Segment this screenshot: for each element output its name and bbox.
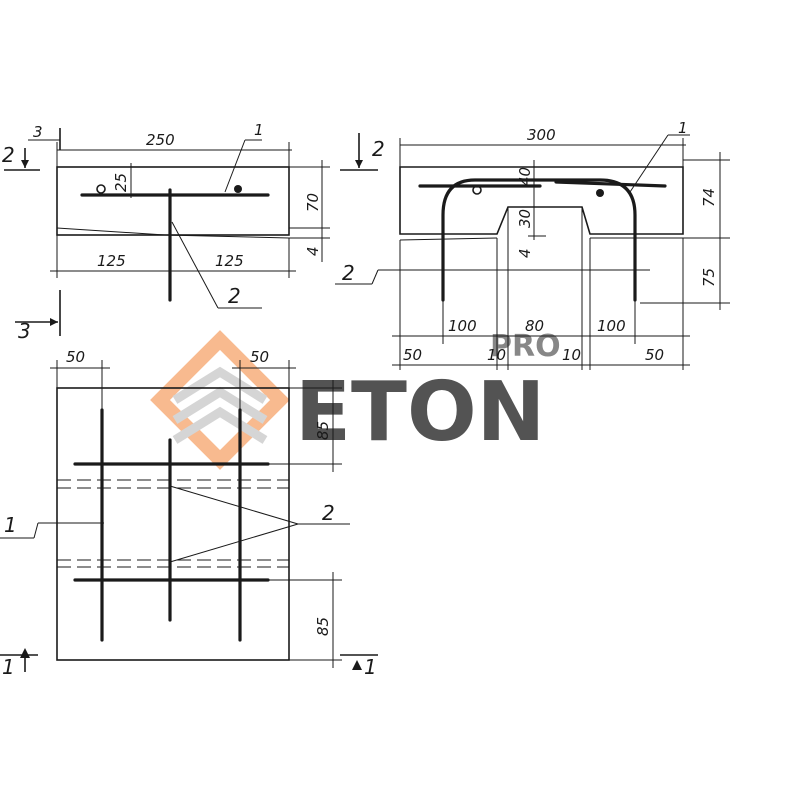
- dim-height: 70: [304, 193, 322, 212]
- watermark-logo-icon: [150, 330, 290, 470]
- dim-right-half: 125: [215, 252, 244, 270]
- callout-2-left: 2: [342, 261, 355, 285]
- watermark-accent: PRO: [490, 329, 561, 364]
- dim-85-bottom: 85: [314, 617, 332, 636]
- cut-label-1-left: 1: [2, 655, 15, 679]
- dim-50-right: 50: [250, 348, 269, 366]
- section-3-3: 250 3 2 25 1 70 4 125 125 2: [2, 121, 330, 343]
- dim-cut-offset: 3: [33, 123, 43, 141]
- cut-arrow-right-icon: [352, 660, 362, 670]
- dim-width: 300: [527, 126, 556, 144]
- dim-75: 75: [700, 268, 718, 287]
- dim-50-left: 50: [66, 348, 85, 366]
- dim-10-right: 10: [562, 346, 581, 364]
- callout-1: 1: [678, 119, 688, 137]
- dim-30: 30: [516, 209, 534, 228]
- dim-80: 80: [525, 317, 544, 335]
- dim-left-half: 125: [97, 252, 126, 270]
- rebar-section-left: [96, 184, 106, 194]
- dim-50-right: 50: [645, 346, 664, 364]
- dim-10-left: 10: [487, 346, 506, 364]
- rebar-horizontal-right: [554, 180, 667, 188]
- callout-1: 1: [4, 513, 17, 537]
- dim-lip: 4: [304, 246, 322, 256]
- callout-1: 1: [254, 121, 264, 139]
- dim-50-left: 50: [403, 346, 422, 364]
- cut-label-1-right: 1: [364, 655, 377, 679]
- slab-bottom-edge: [56, 227, 290, 239]
- rebar-section-left: [472, 185, 482, 195]
- section-2-2: 2 300 1 40 30 4 74 75 2: [335, 119, 730, 370]
- rebar-section-right: [234, 185, 242, 193]
- dim-rebar-offset: 25: [112, 173, 130, 192]
- cut-label-2: 2: [372, 137, 385, 161]
- plan-view: 50 50 85 85 1 2 1 1: [0, 348, 378, 679]
- dim-4: 4: [516, 248, 534, 258]
- rebar-loop: [441, 178, 637, 302]
- cut-arrow-left-icon: [20, 648, 30, 658]
- dim-85-top: 85: [314, 421, 332, 440]
- watermark-brand: ETON: [295, 365, 545, 460]
- dim-100-left: 100: [448, 317, 477, 335]
- rebar-section-right: [596, 189, 604, 197]
- dim-40: 40: [516, 167, 534, 186]
- cut-label-2-left: 2: [2, 143, 15, 167]
- dim-width: 250: [146, 131, 175, 149]
- dim-100-right: 100: [597, 317, 626, 335]
- dim-74: 74: [700, 188, 718, 207]
- watermark: ETON PRO: [150, 329, 561, 470]
- cut-label-3-bottom: 3: [18, 319, 31, 343]
- callout-2: 2: [322, 501, 335, 525]
- callout-2: 2: [228, 284, 241, 308]
- slab-plan-outline: [56, 387, 290, 661]
